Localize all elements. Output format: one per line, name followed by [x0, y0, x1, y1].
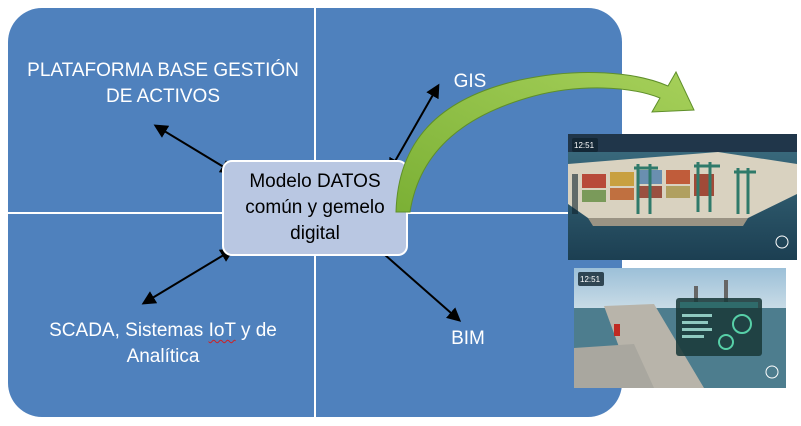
breakwater-illustration: 12:51: [574, 268, 786, 388]
arrow-to-scada: [141, 248, 235, 305]
label-scada-line2: Analítica: [126, 346, 200, 367]
arrow-to-asset-platform: [153, 124, 235, 174]
central-data-model-box: Modelo DATOS común y gemelo digital: [222, 160, 408, 256]
time-readout-2: 12:51: [580, 275, 601, 284]
label-scada-line1: SCADA, Sistemas IoT y de: [18, 318, 308, 344]
label-scada-part-iot: IoT: [208, 320, 236, 341]
center-line3: digital: [290, 223, 340, 244]
port-terminal-3d-screenshot: 12:51: [568, 134, 797, 260]
center-line2: común y gemelo: [245, 197, 385, 218]
port-terminal-illustration: 12:51: [568, 134, 797, 260]
label-bim: BIM: [451, 328, 485, 349]
cranes: [634, 162, 756, 214]
label-scada-part-a: SCADA, Sistemas: [49, 320, 209, 341]
center-line1: Modelo DATOS: [249, 171, 381, 192]
label-asset-platform-line2: DE ACTIVOS: [105, 86, 221, 107]
dashboard-panel: [676, 298, 762, 356]
label-asset-platform-line1: PLATAFORMA BASE GESTIÓN: [27, 60, 299, 81]
label-scada-part-c: y de: [235, 320, 277, 341]
label-scada: SCADA, Sistemas IoT y de Analítica: [18, 318, 308, 370]
breakwater-dashboard-screenshot: 12:51: [574, 268, 786, 388]
label-asset-platform: PLATAFORMA BASE GESTIÓN DE ACTIVOS: [18, 58, 308, 110]
arrow-to-gis: [388, 83, 440, 173]
label-gis: GIS: [453, 71, 487, 92]
time-readout-1: 12:51: [574, 141, 595, 150]
